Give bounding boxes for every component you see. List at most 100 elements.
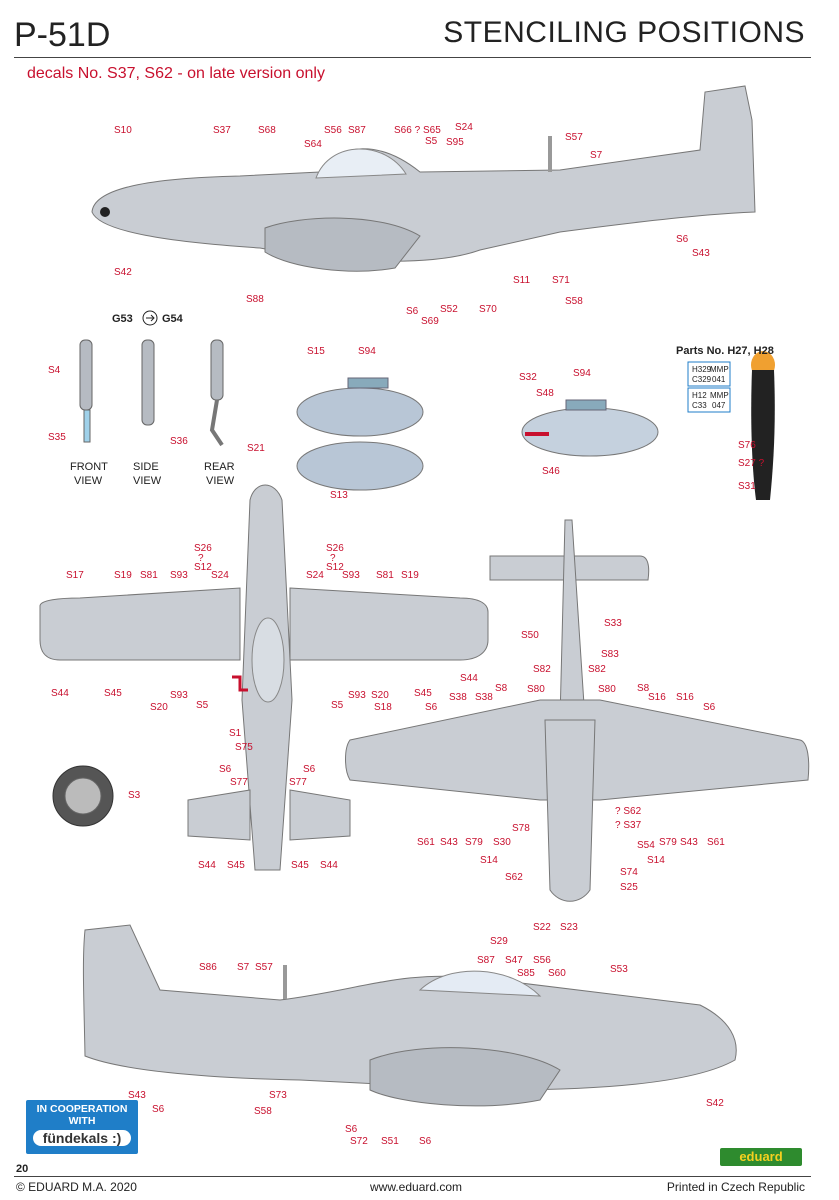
side-view-label-9: S53: [610, 964, 628, 975]
gear-label-3: S21: [247, 443, 265, 454]
rear-view-label-1: REAR: [204, 461, 235, 473]
side-view-label-1: SIDE: [133, 461, 159, 473]
top-view-label-7: S65: [423, 125, 441, 136]
top-view-label-12: S7: [590, 150, 603, 161]
lower-wing-label-29: S74: [620, 867, 638, 878]
fundekals-logo: fündekals :): [32, 1130, 132, 1146]
top-view-label-18: S70: [479, 304, 497, 315]
top-view-label-23: S43: [692, 248, 710, 259]
gear-right-code: G54: [162, 313, 184, 325]
copyright: © EDUARD M.A. 2020: [16, 1180, 137, 1194]
gear-left-code: G53: [112, 313, 133, 325]
upper-wing-label-1: ?: [198, 553, 204, 564]
lower-wing-label-5: S8: [495, 683, 508, 694]
upper-wing-label-4: S19: [114, 570, 132, 581]
side-view-label-8: S57: [255, 962, 273, 973]
top-view-label-1: S37: [213, 125, 231, 136]
lower-wing-label-13: S6: [703, 702, 716, 713]
side-view-label-15: S72: [350, 1136, 368, 1147]
top-view-label-15: S6: [406, 306, 419, 317]
side-view-top: [91, 85, 756, 272]
side-view-label-2: S47: [505, 955, 523, 966]
upper-wing-label-12: S93: [342, 570, 360, 581]
upper-wing-label-3: S17: [66, 570, 84, 581]
lower-wing-label-1: S50: [521, 630, 539, 641]
top-view-label-16: S69: [421, 316, 439, 327]
lower-wing-label-17: ? S37: [615, 820, 642, 831]
upper-wing-label-16: S45: [104, 688, 122, 699]
lower-wing-label-27: S14: [480, 855, 498, 866]
side-view-bottom: [82, 924, 737, 1107]
top-view-label-19: S11: [513, 275, 530, 286]
lower-wing-label-8: S8: [637, 683, 650, 694]
upper-wing-label-25: S45: [414, 688, 432, 699]
side-view-label-3: S56: [533, 955, 551, 966]
top-view-label-11: S57: [565, 132, 583, 143]
cooperation-line2: WITH: [68, 1115, 96, 1127]
upper-wing-label-15: S44: [51, 688, 69, 699]
side-view-label-13: S58: [254, 1106, 272, 1117]
side-view-label-12: S73: [269, 1090, 287, 1101]
upper-wing-label-23: S93: [348, 690, 366, 701]
page-title: STENCILING POSITIONS: [443, 16, 805, 49]
side-view-label-11: S6: [152, 1104, 165, 1115]
side-view-label-16: S51: [381, 1136, 399, 1147]
prop-box1-bottom-num: 041: [712, 375, 726, 384]
footer-divider: [14, 1176, 811, 1177]
gear-label-0: S4: [48, 365, 61, 376]
top-view-label-17: S52: [440, 304, 458, 315]
upper-wing-label-11: S24: [306, 570, 324, 581]
cooperation-badge: IN COOPERATION WITH fündekals :): [26, 1100, 138, 1154]
upper-wing-label-17: S20: [150, 702, 168, 713]
tank-label-1: S94: [358, 346, 376, 357]
upper-wing-label-31: S77: [289, 777, 307, 788]
upper-wing-label-19: S5: [196, 700, 209, 711]
prop-label-0: S76: [738, 440, 756, 451]
drop-tanks: [296, 377, 659, 491]
model-name: P-51D: [14, 16, 111, 54]
side-view-label-18: S42: [706, 1098, 724, 1109]
upper-wing-label-22: S5: [331, 700, 344, 711]
prop-box2-top-mmp: MMP: [710, 391, 729, 400]
cooperation-line1: IN COOPERATION: [36, 1103, 128, 1115]
lower-wing-label-15: S18: [374, 702, 392, 713]
propeller-blade: [687, 351, 775, 500]
printed-in: Printed in Czech Republic: [666, 1180, 805, 1194]
prop-label-2: S31: [738, 481, 756, 492]
top-view-label-6: S66 ?: [394, 125, 421, 136]
top-view-label-22: S6: [676, 234, 689, 245]
upper-wing-label-6: S93: [170, 570, 188, 581]
lower-wing-label-33: S23: [560, 922, 578, 933]
lower-wing-label-26: S61: [707, 837, 725, 848]
lower-wing-label-14: S6: [425, 702, 438, 713]
lower-wing-label-30: S62: [505, 872, 523, 883]
top-view-label-3: S64: [304, 139, 322, 150]
side-view-label-1: S87: [477, 955, 495, 966]
upper-wing-label-8: S26: [326, 543, 344, 554]
lower-wing-label-20: S43: [440, 837, 458, 848]
prop-box1-bottom: C329: [692, 375, 712, 384]
upper-wing-label-14: S19: [401, 570, 419, 581]
upper-wing-label-33: S45: [227, 860, 245, 871]
lower-wing-label-11: S16: [676, 692, 694, 703]
side-view-label-7: S7: [237, 962, 250, 973]
upper-wing-label-7: S24: [211, 570, 229, 581]
upper-wing-view: [39, 484, 489, 871]
prop-label-1: S27 ?: [738, 458, 765, 469]
lower-wing-label-28: S14: [647, 855, 665, 866]
upper-wing-label-2: S12: [194, 562, 212, 573]
lower-wing-view: [345, 519, 810, 902]
upper-wing-label-35: S44: [320, 860, 338, 871]
lower-wing-label-18: S78: [512, 823, 530, 834]
upper-wing-label-0: S26: [194, 543, 212, 554]
lower-wing-label-25: S43: [680, 837, 698, 848]
lower-wing-label-32: S22: [533, 922, 551, 933]
rear-view-label-2: VIEW: [206, 475, 235, 487]
top-view-label-5: S87: [348, 125, 366, 136]
prop-box1-top-mmp: MMP: [710, 365, 729, 374]
upper-wing-label-24: S20: [371, 690, 389, 701]
lower-wing-label-16: ? S62: [615, 806, 642, 817]
gear-label-2: S36: [170, 436, 188, 447]
header-divider: [14, 57, 811, 58]
